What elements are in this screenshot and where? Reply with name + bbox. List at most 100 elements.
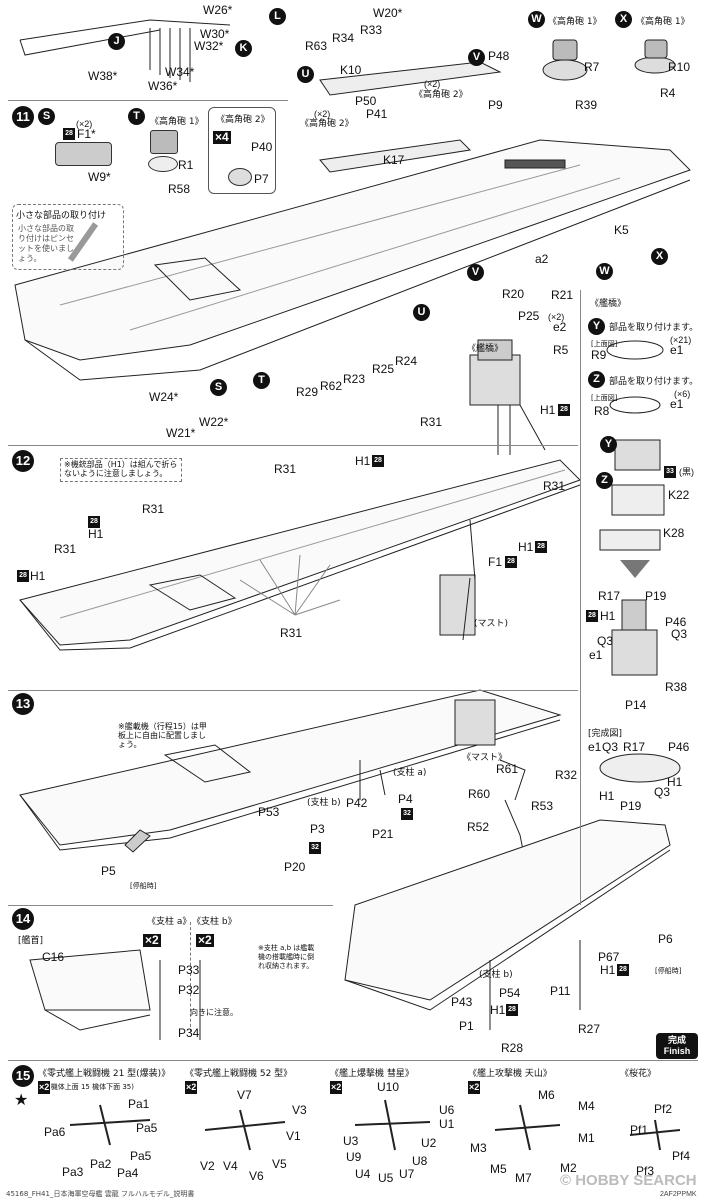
p4-tag: 32: [401, 808, 413, 820]
supa-label-13: (支柱 a): [393, 768, 427, 778]
label-r33: R33: [360, 23, 383, 37]
k-color: (黒): [679, 467, 694, 477]
anchored-14: [停船時]: [655, 967, 682, 975]
label-m5: M5: [490, 1162, 507, 1176]
supb-mult: ×2: [196, 933, 214, 947]
divider-top: [8, 100, 288, 101]
label-v1: V1: [286, 1129, 301, 1143]
label-v4: V4: [223, 1159, 238, 1173]
circ-u-top: U: [297, 66, 314, 83]
y-count: (×21): [670, 335, 692, 345]
label-r58: R58: [168, 182, 191, 196]
label-m4: M4: [578, 1099, 595, 1113]
label-p11: P11: [550, 984, 571, 998]
tip-box: [12, 204, 124, 270]
label-r52: R52: [467, 820, 490, 834]
label-v2: V2: [200, 1159, 215, 1173]
x-title: 《高角砲 1》: [636, 17, 690, 27]
divider-step14: [8, 1060, 698, 1061]
label-r39: R39: [575, 98, 598, 112]
c-r17: R17: [623, 740, 646, 754]
plane1-title: 《零式艦上戦闘機 21 型(爆装)》: [38, 1069, 171, 1079]
h1-tag-side: 28: [586, 610, 598, 622]
star-icon: ★: [14, 1092, 29, 1109]
label-p42: P42: [346, 796, 368, 810]
divider-step11: [8, 445, 578, 446]
bridge-title-11: 《艦橋》: [467, 344, 504, 354]
h1-tag-12b: 28: [88, 516, 100, 528]
circ-z-2: Z: [596, 472, 613, 489]
u-x2-a: (×2): [314, 109, 331, 119]
label-h1-side: H1: [600, 609, 616, 623]
label-p19: P19: [645, 589, 667, 603]
plane1-mult: ×2: [38, 1081, 51, 1094]
circ-s: S: [38, 108, 55, 125]
circ-t-11: T: [253, 372, 270, 389]
label-f1-12: F1: [488, 555, 503, 569]
label-h1-14b: H1: [490, 1003, 506, 1017]
z-text: 部品を取り付けます。: [609, 377, 699, 387]
label-r4: R4: [660, 86, 676, 100]
circ-x-11: X: [651, 248, 668, 265]
label-r31-a: R31: [420, 415, 443, 429]
plane4-mult: ×2: [468, 1081, 481, 1094]
label-r31-f: R31: [543, 479, 566, 493]
circ-j: J: [108, 33, 125, 50]
c-q3-top: Q3: [602, 740, 619, 754]
bow-title: [艦首]: [18, 936, 44, 946]
label-r38: R38: [665, 680, 688, 694]
label-p48: P48: [488, 49, 510, 63]
label-p14: P14: [625, 698, 647, 712]
u-x2-b: (×2): [424, 79, 441, 89]
label-p32: P32: [178, 983, 200, 997]
label-r31-c: R31: [142, 502, 165, 516]
label-r17: R17: [598, 589, 621, 603]
label-q3-r: Q3: [671, 627, 688, 641]
label-m7: M7: [515, 1171, 532, 1185]
label-pa1: Pa1: [128, 1097, 150, 1111]
label-r61: R61: [496, 762, 519, 776]
label-q3-l: Q3: [597, 634, 614, 648]
supa-mult: ×2: [143, 933, 161, 947]
label-r21: R21: [551, 288, 574, 302]
label-h1-11: H1: [540, 403, 556, 417]
label-h1-12b: H1: [88, 527, 104, 541]
circ-z: Z: [588, 371, 605, 388]
part-s-shape: [55, 142, 112, 166]
label-p4: P4: [398, 792, 413, 806]
finish-jp: 完成: [667, 1035, 686, 1045]
s-x2: (×2): [76, 119, 93, 129]
divider-step12: [8, 690, 578, 691]
label-k22: K22: [668, 488, 690, 502]
label-k5: K5: [614, 223, 629, 237]
c-p46: P46: [668, 740, 690, 754]
label-u6: U6: [439, 1103, 455, 1117]
step-14-number: 14: [12, 908, 34, 930]
label-pa2: Pa2: [90, 1157, 112, 1171]
label-u4: U4: [355, 1167, 371, 1181]
label-h1-14a: H1: [600, 963, 616, 977]
label-x2-p25: (×2): [548, 312, 565, 322]
label-u3: U3: [343, 1134, 359, 1148]
finish-en: Finish: [663, 1046, 691, 1056]
label-r60: R60: [468, 787, 491, 801]
label-w26: W26*: [203, 3, 233, 17]
label-m6: M6: [538, 1088, 555, 1102]
label-v5: V5: [272, 1157, 287, 1171]
t-title: 《高角砲 1》: [150, 117, 204, 127]
label-v6: V6: [249, 1169, 264, 1183]
circ-y: Y: [588, 318, 605, 335]
h1-tag-11: 28: [558, 404, 570, 416]
watermark: © HOBBY SEARCH: [560, 1172, 697, 1189]
plane2-mult: ×2: [185, 1081, 198, 1094]
supb-title: 《支柱 b》: [192, 917, 237, 927]
circ-w-11: W: [596, 263, 613, 280]
label-k28: K28: [663, 526, 685, 540]
h1-tag-14b: 28: [506, 1004, 518, 1016]
u-tag-b: 《高角砲 2》: [414, 90, 468, 100]
label-w24: W24*: [149, 390, 179, 404]
mast-title: 《マスト》: [462, 753, 508, 763]
c-q3: Q3: [654, 785, 671, 799]
gun2-title: 《高角砲 2》: [216, 115, 270, 125]
c-h1-l: H1: [599, 789, 615, 803]
